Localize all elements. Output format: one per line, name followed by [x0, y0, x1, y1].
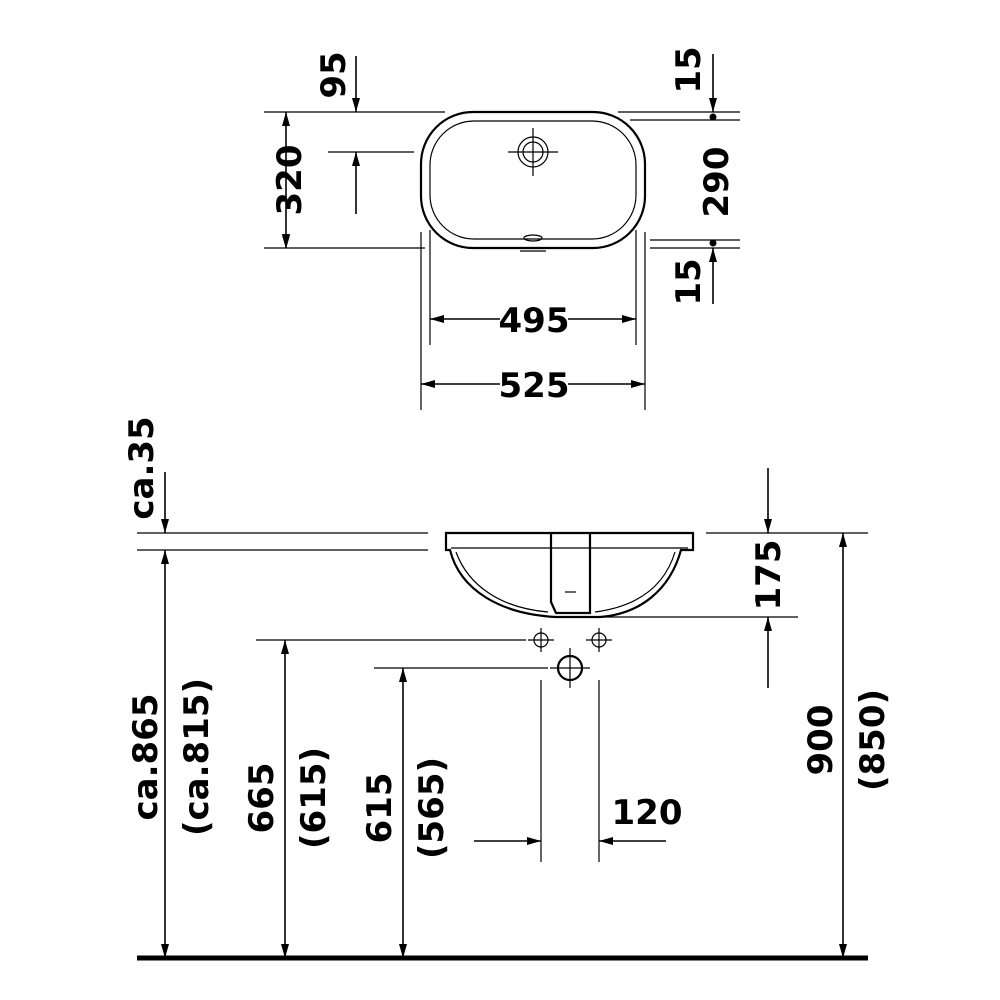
waste-connection-icon: [550, 648, 590, 688]
basin-section: [444, 531, 695, 619]
dim-waste-height-alt: (565): [412, 757, 452, 859]
dim-supply-height-alt: (615): [294, 747, 334, 849]
dim-basin-depth: 175: [749, 540, 789, 611]
dim-rim-bottom: 15: [669, 258, 709, 305]
dim-overall-height: 900: [801, 705, 841, 776]
overflow-hole: [523, 234, 543, 242]
dim-rim-height: ca.865: [126, 694, 166, 821]
dim-tap-hole-offset: 95: [314, 51, 354, 98]
side-view: ca.35 ca.865 (ca.815) 665 (615) 615 (565…: [122, 416, 893, 961]
supply-connection-left-icon: [528, 628, 554, 652]
dim-overall-width: 525: [499, 366, 570, 406]
supply-connection-right-icon: [586, 628, 612, 652]
basin-outer-outline: [419, 110, 647, 250]
dim-waste-height: 615: [360, 773, 400, 844]
dim-supply-spacing: 120: [612, 793, 683, 833]
dim-overall-depth: 320: [270, 145, 310, 216]
dim-inner-depth: 290: [697, 147, 737, 218]
dim-inner-width: 495: [499, 301, 570, 341]
top-view: 320 95 15 290 15 495: [264, 46, 740, 410]
basin-inner-outline: [429, 120, 637, 240]
dim-supply-height: 665: [242, 763, 282, 834]
tap-hole-icon: [508, 128, 558, 176]
dim-overall-height-alt: (850): [853, 689, 893, 791]
dim-rim-height-alt: (ca.815): [177, 678, 217, 836]
dim-rim-thickness: ca.35: [122, 416, 162, 519]
dim-rim-top: 15: [669, 46, 709, 93]
